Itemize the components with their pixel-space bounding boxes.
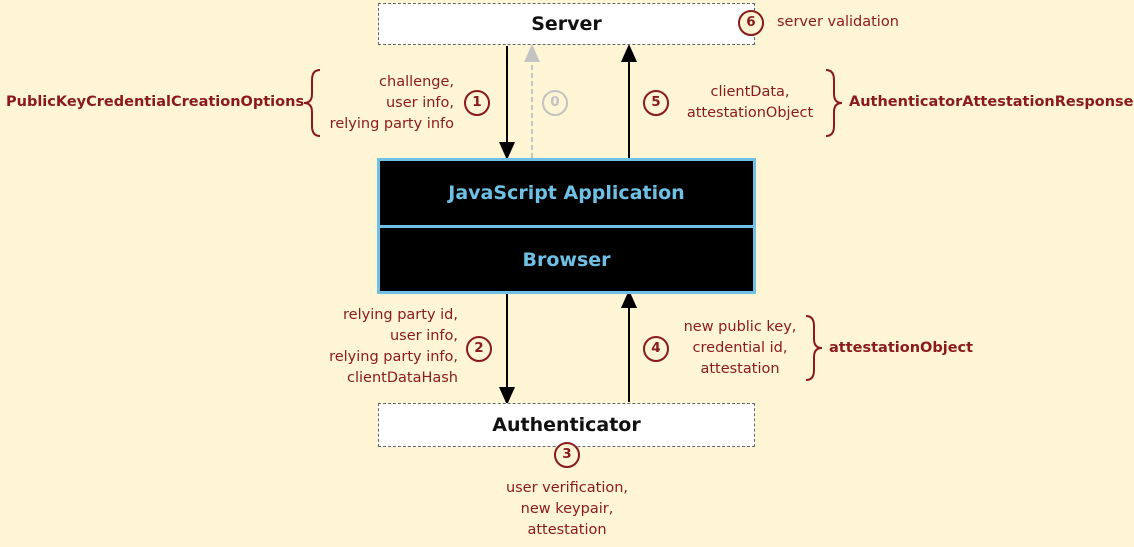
step-6-marker: 6 bbox=[738, 10, 764, 36]
server-label: Server bbox=[531, 13, 602, 35]
authenticator-attestation-response-label: AuthenticatorAttestationResponse bbox=[849, 94, 1134, 110]
server-box: Server bbox=[378, 3, 755, 45]
brace-step5 bbox=[825, 69, 843, 137]
brace-step4 bbox=[805, 315, 823, 381]
step-5-marker: 5 bbox=[643, 90, 669, 116]
step-2-line: user info, bbox=[389, 328, 458, 344]
step-2-marker: 2 bbox=[466, 336, 492, 362]
step-3-details: user verification, new keypair, attestat… bbox=[487, 478, 647, 541]
step-1-line: user info, bbox=[385, 95, 454, 111]
step-4-line: attestation bbox=[700, 361, 780, 377]
step-4-marker: 4 bbox=[643, 336, 669, 362]
step-5-details: clientData, attestationObject bbox=[680, 82, 820, 124]
step-1-line: relying party info bbox=[329, 116, 454, 132]
javascript-application-label: JavaScript Application bbox=[448, 182, 685, 204]
step-0-marker: 0 bbox=[542, 90, 568, 116]
step-4-details: new public key, credential id, attestati… bbox=[676, 317, 804, 380]
step-1-details: challenge, user info, relying party info bbox=[314, 72, 454, 135]
step-2-details: relying party id, user info, relying par… bbox=[314, 305, 458, 389]
public-key-credential-creation-options-label: PublicKeyCredentialCreationOptions bbox=[6, 94, 305, 110]
step-3-marker: 3 bbox=[554, 442, 580, 468]
step-4-line: credential id, bbox=[692, 340, 788, 356]
attestation-object-label: attestationObject bbox=[829, 340, 974, 356]
javascript-application-box: JavaScript Application bbox=[377, 158, 756, 228]
step-6-label: server validation bbox=[777, 14, 899, 30]
brace-step1 bbox=[303, 69, 321, 137]
step-3-line: new keypair, bbox=[520, 501, 614, 517]
step-4-line: new public key, bbox=[683, 319, 797, 335]
step-2-line: clientDataHash bbox=[347, 370, 458, 386]
step-3-line: attestation bbox=[527, 522, 607, 538]
step-5-line: clientData, bbox=[710, 84, 790, 100]
step-2-line: relying party id, bbox=[343, 307, 458, 323]
step-1-marker: 1 bbox=[464, 90, 490, 116]
step-2-line: relying party info, bbox=[329, 349, 458, 365]
authenticator-label: Authenticator bbox=[492, 414, 641, 436]
step-1-line: challenge, bbox=[379, 74, 454, 90]
browser-box: Browser bbox=[377, 225, 756, 294]
browser-label: Browser bbox=[522, 248, 611, 271]
step-3-line: user verification, bbox=[505, 480, 629, 496]
step-5-line: attestationObject bbox=[686, 105, 814, 121]
authenticator-box: Authenticator bbox=[378, 403, 755, 447]
